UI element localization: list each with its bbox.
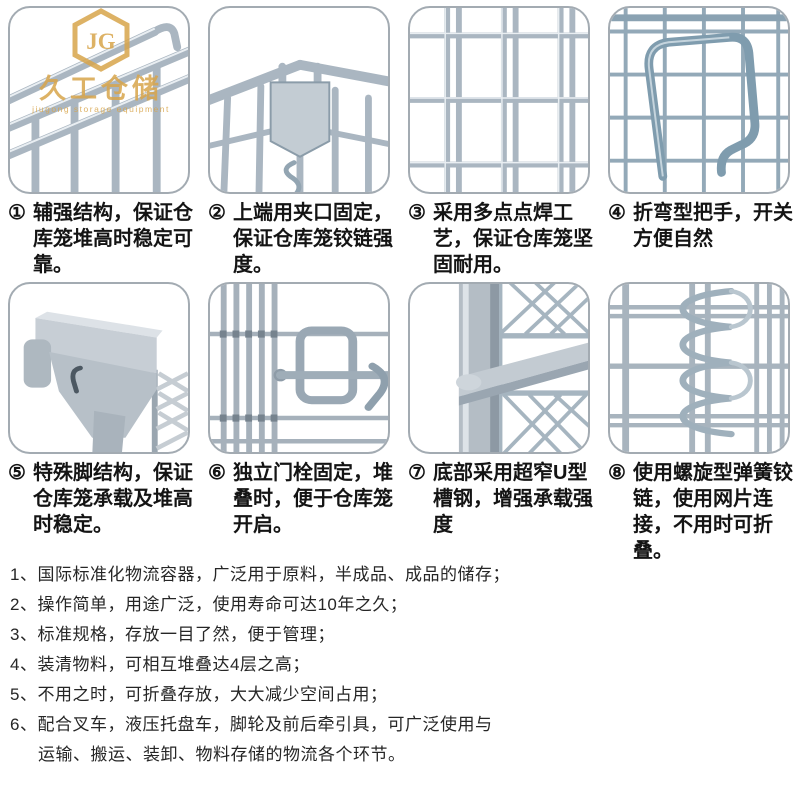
feature-text-2: 上端用夹口固定，保证仓库笼铰链强度。 xyxy=(233,202,393,276)
feature-caption-row-2: ⑤ 特殊脚结构，保证仓库笼承载及堆高时稳定。 ⑥ 独立门栓固定，堆叠时，便于仓库笼开… xyxy=(0,454,800,562)
spring-hinge-illustration xyxy=(610,284,788,452)
feature-text-1: 辅强结构，保证仓库笼堆高时稳定可靠。 xyxy=(33,202,193,276)
welded-mesh-illustration xyxy=(410,8,588,192)
photo-special-foot xyxy=(8,282,190,454)
feature-text-6: 独立门栓固定，堆叠时，便于仓库笼开启。 xyxy=(233,462,393,536)
feature-caption-2: ② 上端用夹口固定，保证仓库笼铰链强度。 xyxy=(208,200,396,278)
photo-spiral-spring-hinge xyxy=(608,282,790,454)
feature-number-6: ⑥ xyxy=(208,462,226,484)
feature-caption-7: ⑦ 底部采用超窄U型槽钢，增强承载强度 xyxy=(408,460,596,564)
benefit-item-5: 5、不用之时，可折叠存放，大大减少空间占用； xyxy=(10,685,388,704)
door-bolt-illustration xyxy=(210,284,388,452)
photo-bent-handle xyxy=(608,6,790,194)
feature-caption-1: ① 辅强结构，保证仓库笼堆高时稳定可靠。 xyxy=(8,200,196,278)
feature-number-3: ③ xyxy=(408,202,426,224)
photo-spot-welded-mesh xyxy=(408,6,590,194)
feature-text-4: 折弯型把手，开关方便自然 xyxy=(633,202,793,250)
feature-number-1: ① xyxy=(8,202,26,224)
feature-text-8: 使用螺旋型弹簧铰链，使用网片连接，不用时可折叠。 xyxy=(633,462,793,562)
photo-u-channel-base xyxy=(408,282,590,454)
foot-structure-illustration xyxy=(23,311,188,452)
feature-number-8: ⑧ xyxy=(608,462,626,484)
feature-photo-row-2 xyxy=(0,278,800,454)
benefit-item-6-continued: 运输、搬运、装卸、物料存储的物流各个环节。 xyxy=(38,745,406,764)
feature-caption-3: ③ 采用多点点焊工艺，保证仓库笼坚固耐用。 xyxy=(408,200,596,278)
feature-photo-row-1 xyxy=(0,0,800,194)
feature-caption-4: ④ 折弯型把手，开关方便自然 xyxy=(608,200,796,278)
feature-caption-5: ⑤ 特殊脚结构，保证仓库笼承载及堆高时稳定。 xyxy=(8,460,196,564)
rail-structure-illustration xyxy=(10,23,188,192)
benefit-item-1: 1、国际标准化物流容器，广泛用于原料，半成品、成品的储存； xyxy=(10,565,510,584)
u-channel-illustration xyxy=(455,284,588,452)
photo-door-bolt xyxy=(208,282,390,454)
benefit-item-3: 3、标准规格，存放一目了然，便于管理； xyxy=(10,625,335,644)
feature-number-2: ② xyxy=(208,202,226,224)
feature-number-5: ⑤ xyxy=(8,462,26,484)
feature-text-3: 采用多点点焊工艺，保证仓库笼坚固耐用。 xyxy=(433,202,593,276)
corner-clamp-illustration xyxy=(210,59,388,192)
benefit-item-4: 4、装清物料，可相互堆叠达4层之高； xyxy=(10,655,310,674)
feature-caption-8: ⑧ 使用螺旋型弹簧铰链，使用网片连接，不用时可折叠。 xyxy=(608,460,796,564)
bent-handle-illustration xyxy=(610,8,788,192)
benefit-item-2: 2、操作简单，用途广泛，使用寿命可达10年之久； xyxy=(10,595,408,614)
benefits-list: 1、国际标准化物流容器，广泛用于原料，半成品、成品的储存； 2、操作简单，用途广… xyxy=(10,560,800,770)
photo-reinforced-stacking-rails xyxy=(8,6,190,194)
benefit-item-6: 6、配合叉车，液压托盘车，脚轮及前后牵引具，可广泛使用与 xyxy=(10,715,493,734)
feature-text-7: 底部采用超窄U型槽钢，增强承载强度 xyxy=(433,462,593,536)
feature-caption-6: ⑥ 独立门栓固定，堆叠时，便于仓库笼开启。 xyxy=(208,460,396,564)
feature-number-7: ⑦ xyxy=(408,462,426,484)
photo-top-corner-clamp xyxy=(208,6,390,194)
feature-number-4: ④ xyxy=(608,202,626,224)
feature-text-5: 特殊脚结构，保证仓库笼承载及堆高时稳定。 xyxy=(33,462,193,536)
